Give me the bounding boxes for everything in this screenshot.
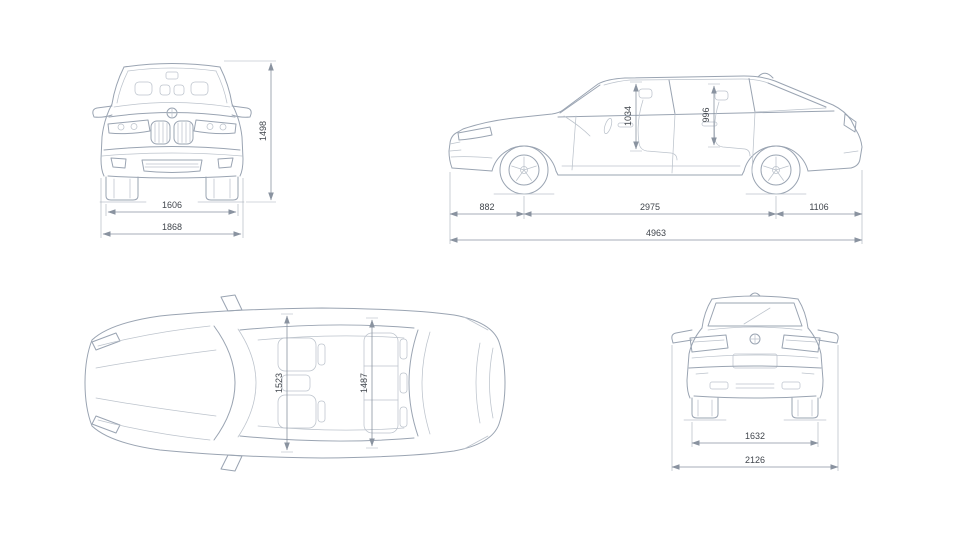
top-interior-width-front-dimension: 1523 — [274, 313, 293, 453]
front-height-label: 1498 — [258, 121, 268, 141]
side-wheelbase-label: 2975 — [640, 202, 660, 212]
front-width-label: 1868 — [162, 222, 182, 232]
front-track-dimension: 1606 — [105, 200, 239, 216]
front-width-dimension: 1868 — [100, 178, 244, 238]
side-view-drawing — [448, 72, 863, 195]
top-view: 1523 1487 — [84, 294, 506, 472]
top-view-drawing — [84, 294, 506, 472]
top-interior-width-rear-dimension: 1487 — [359, 317, 378, 449]
rear-width-label: 2126 — [745, 455, 765, 465]
rear-view: 1632 2126 — [671, 292, 839, 471]
rear-track-dimension: 1632 — [691, 422, 819, 447]
side-interior-height-rear-dimension: 996 — [701, 83, 720, 148]
side-overall-length-label: 4963 — [646, 228, 666, 238]
side-front-overhang-label: 882 — [479, 202, 494, 212]
side-interior-height-front-label: 1034 — [623, 106, 633, 126]
side-view: 1034 996 882 2975 1106 4963 — [448, 72, 863, 244]
rear-track-label: 1632 — [745, 431, 765, 441]
front-height-dimension: 1498 — [224, 60, 276, 203]
front-view: 1498 1606 1868 — [92, 60, 276, 238]
front-view-drawing — [92, 63, 252, 203]
top-interior-width-rear-label: 1487 — [359, 373, 369, 393]
side-length-dimensions: 882 2975 1106 4963 — [449, 170, 863, 244]
side-interior-height-front-dimension: 1034 — [623, 81, 642, 152]
side-interior-height-rear-label: 996 — [701, 107, 711, 122]
front-track-label: 1606 — [162, 200, 182, 210]
rear-width-dimension: 2126 — [671, 345, 839, 471]
rear-view-drawing — [671, 292, 839, 421]
side-rear-overhang-label: 1106 — [809, 202, 828, 212]
top-interior-width-front-label: 1523 — [274, 373, 284, 393]
